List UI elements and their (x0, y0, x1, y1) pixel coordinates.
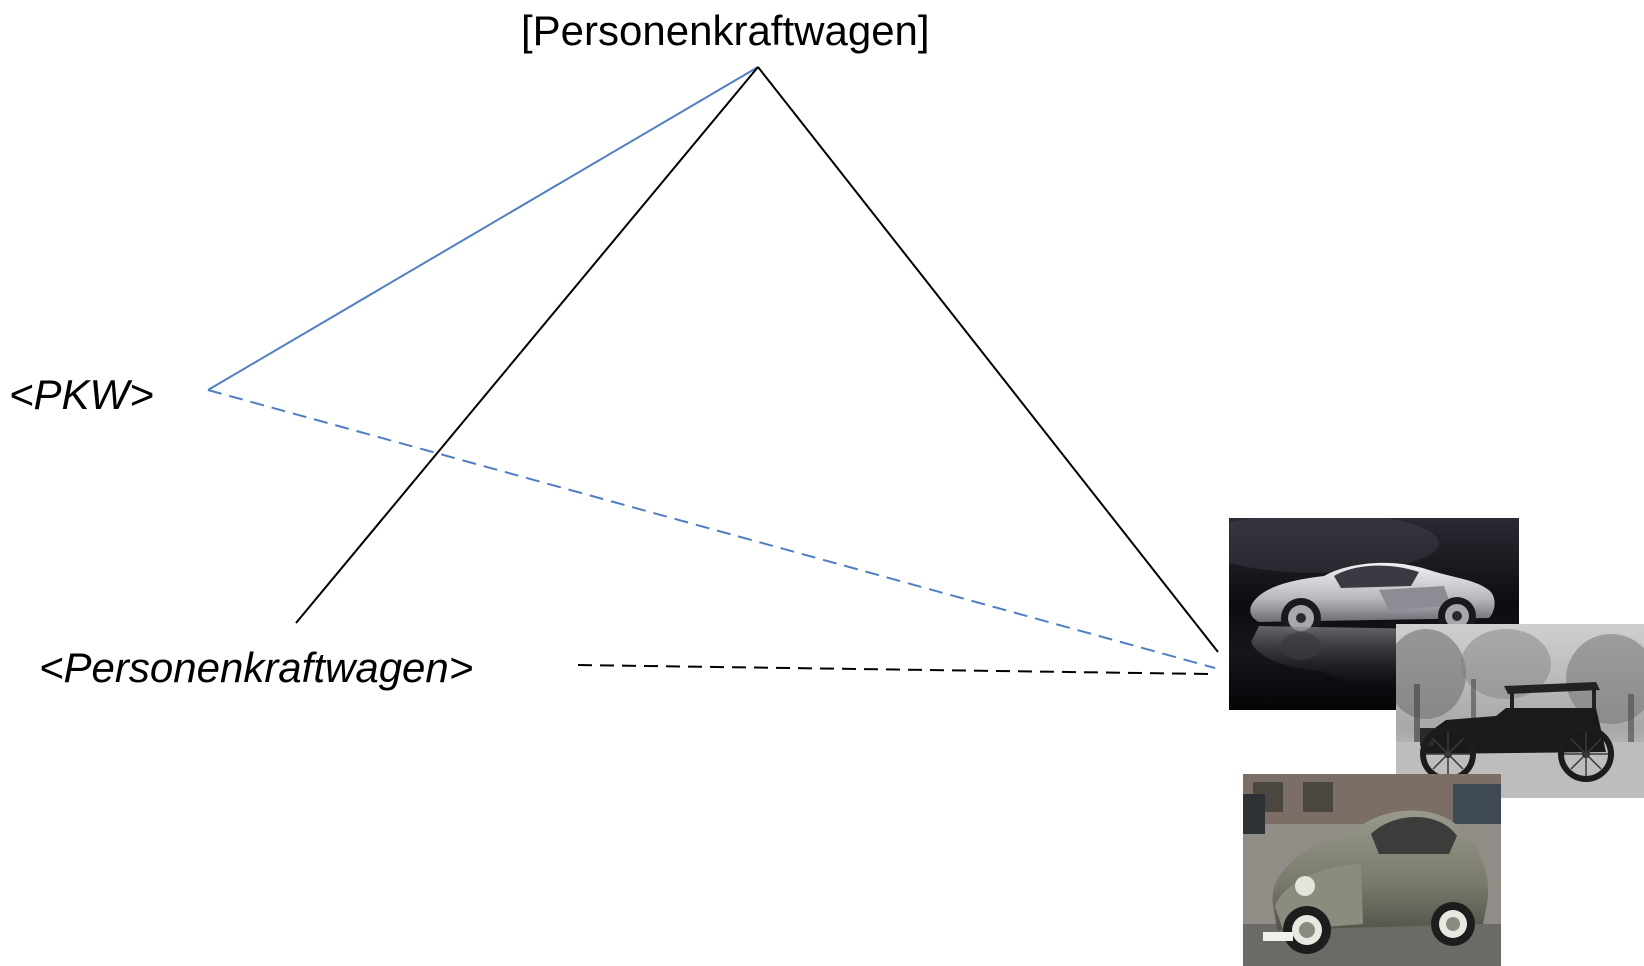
concept-label: [Personenkraftwagen] (521, 7, 930, 54)
line-concept-to-pkw (207, 66, 759, 391)
beetle-car-photo-icon (1243, 774, 1501, 966)
term-personenkraftwagen-label: <Personenkraftwagen> (39, 644, 474, 691)
term-pkw-label: <PKW> (9, 371, 154, 418)
line-concept-to-referent (757, 66, 1219, 653)
line-term-to-referent (577, 664, 1211, 675)
line-concept-to-term (295, 66, 759, 624)
vintage-car-photo-icon (1396, 624, 1644, 798)
line-pkw-to-referent (207, 389, 1216, 669)
